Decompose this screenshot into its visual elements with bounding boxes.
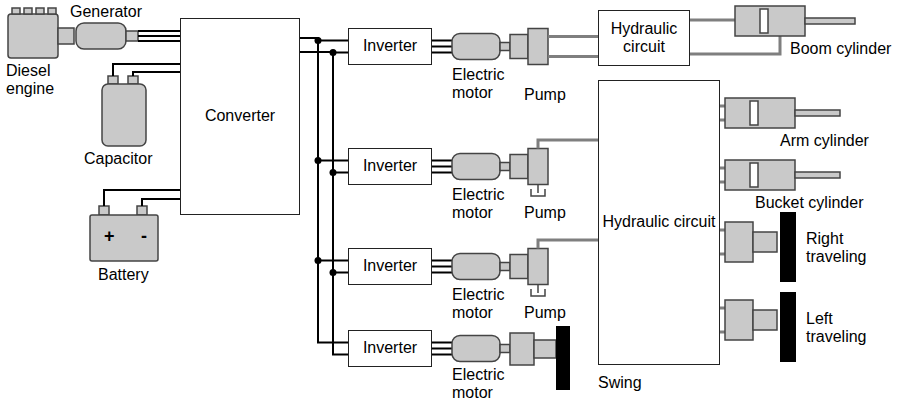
electric-motor (452, 34, 500, 60)
part-label: Pump (524, 304, 566, 322)
process-box: Inverter (348, 148, 432, 185)
box-text: Inverter (363, 37, 417, 55)
junction-dot (330, 49, 337, 56)
box-text: Inverter (363, 157, 417, 175)
capacitor (102, 84, 146, 146)
power-wire (300, 38, 348, 53)
part-label: Left traveling (806, 310, 896, 347)
part-label: Electric motor (452, 66, 514, 103)
junction-dot (330, 169, 337, 176)
junction-dot (315, 157, 322, 164)
pump (528, 29, 548, 65)
junction-dot (315, 257, 322, 264)
part-label: Pump (524, 204, 566, 222)
process-box: Inverter (348, 28, 432, 65)
part-label: Diesel engine (6, 62, 64, 99)
part-label: Capacitor (84, 150, 152, 168)
box-text: Inverter (363, 339, 417, 357)
process-box: Hydraulic circuit (598, 80, 720, 365)
boom-cylinder (735, 6, 805, 36)
travel-motor (725, 300, 753, 340)
electric-motor (452, 254, 500, 280)
process-box: Hydraulic circuit (598, 10, 690, 66)
generator (76, 23, 126, 49)
power-wire (300, 38, 348, 355)
junction-dot (315, 37, 322, 44)
box-text: Hydraulic circuit (599, 20, 689, 57)
travel-motor (725, 222, 753, 262)
part-label: Generator (70, 3, 142, 21)
part-label: Boom cylinder (790, 40, 891, 58)
pump (528, 249, 548, 285)
part-label: Pump (524, 86, 566, 104)
electric-motor (452, 336, 500, 362)
junction-dot (330, 269, 337, 276)
pump (528, 149, 548, 185)
part-label: Right traveling (806, 230, 896, 267)
part-label: + (104, 226, 115, 247)
part-label: Electric motor (452, 366, 514, 403)
battery (90, 215, 158, 261)
diesel-engine (8, 14, 58, 58)
box-text: Converter (205, 107, 275, 125)
process-box: Inverter (348, 248, 432, 285)
power-wire (300, 38, 348, 273)
part-label: Swing (598, 374, 642, 392)
right-track (780, 212, 796, 282)
part-label: Bucket cylinder (755, 194, 864, 212)
part-label: Electric motor (452, 286, 514, 323)
arm-cylinder (725, 98, 795, 128)
swing-gearbox (510, 333, 534, 365)
part-label: Battery (98, 266, 149, 284)
process-box: Inverter (348, 330, 432, 367)
box-text: Hydraulic circuit (603, 213, 716, 231)
bucket-cylinder (725, 160, 795, 190)
power-wire (300, 38, 348, 173)
swing-bar (556, 326, 570, 390)
part-label: - (141, 226, 147, 247)
box-text: Inverter (363, 257, 417, 275)
part-label: Arm cylinder (780, 132, 869, 150)
process-box: Converter (180, 18, 300, 215)
electric-motor (452, 154, 500, 180)
left-track (780, 292, 796, 362)
part-label: Electric motor (452, 186, 514, 223)
